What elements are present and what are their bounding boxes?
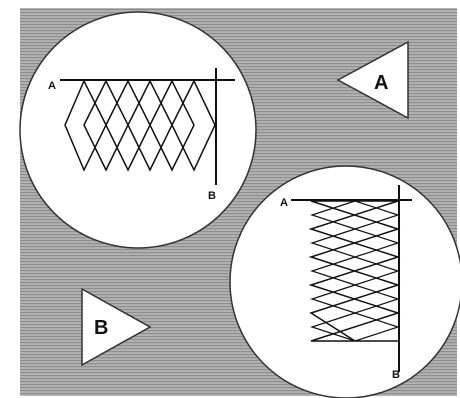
bottom-diamond-outline <box>310 200 400 342</box>
top-label-a: A <box>48 80 56 92</box>
bottom-label-b: B <box>392 369 400 381</box>
bottom-label-a: A <box>280 197 288 209</box>
top-label-b: B <box>208 190 216 202</box>
triangle-b-shape <box>81 287 152 367</box>
triangle-b-label: B <box>94 317 108 339</box>
triangle-left-icon: A <box>336 40 409 120</box>
triangle-a-shape <box>336 40 409 120</box>
top-zigzag-stitch <box>64 79 216 172</box>
top-circle-group: A B <box>19 11 257 249</box>
triangle-right-icon: B <box>81 287 152 367</box>
bottom-zigzag-stitch <box>308 200 401 342</box>
bottom-circle-group: A B <box>229 165 460 398</box>
triangle-a-label: A <box>374 72 388 94</box>
top-circle <box>19 11 257 249</box>
